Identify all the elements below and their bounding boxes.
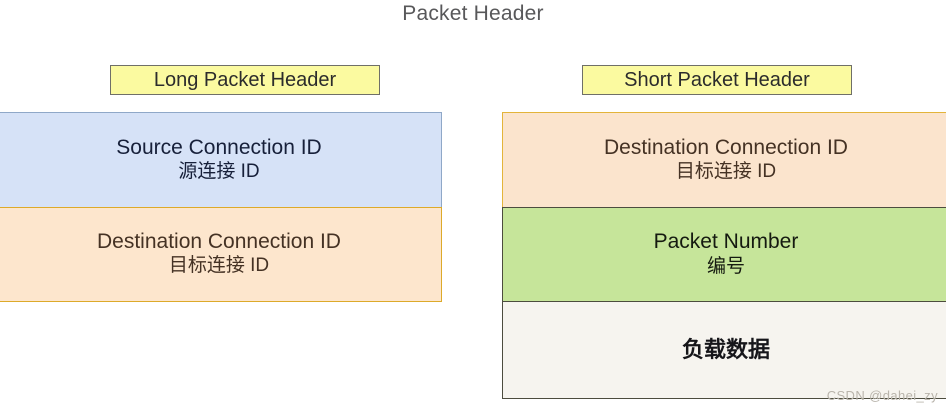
field-label-zh: 负载数据 <box>681 336 770 362</box>
field-label-zh: 源连接 ID <box>178 161 260 183</box>
page-title: Packet Header <box>402 2 544 25</box>
field-source-connection-id: Source Connection ID 源连接 ID <box>0 112 442 208</box>
field-label-en: Destination Connection ID <box>604 135 848 159</box>
watermark: CSDN @dahei_zy <box>826 388 938 403</box>
short-packet-header-stack: Destination Connection ID 目标连接 ID Packet… <box>502 112 946 400</box>
field-packet-number: Packet Number 编号 <box>502 206 946 303</box>
long-packet-header-stack: Source Connection ID 源连接 ID Destination … <box>0 112 442 302</box>
field-payload-data: 负载数据 <box>502 301 946 399</box>
field-label-zh: 编号 <box>706 255 745 277</box>
field-label-en: Packet Number <box>653 230 799 254</box>
long-packet-header-label: Long Packet Header <box>110 65 380 95</box>
short-packet-header-label: Short Packet Header <box>582 65 852 95</box>
field-label-en: Source Connection ID <box>116 135 322 159</box>
field-label-zh: 目标连接 ID <box>675 161 777 183</box>
field-destination-connection-id: Destination Connection ID 目标连接 ID <box>502 112 946 208</box>
field-destination-connection-id: Destination Connection ID 目标连接 ID <box>0 206 442 302</box>
field-label-zh: 目标连接 ID <box>168 255 270 277</box>
field-label-en: Destination Connection ID <box>97 229 341 253</box>
